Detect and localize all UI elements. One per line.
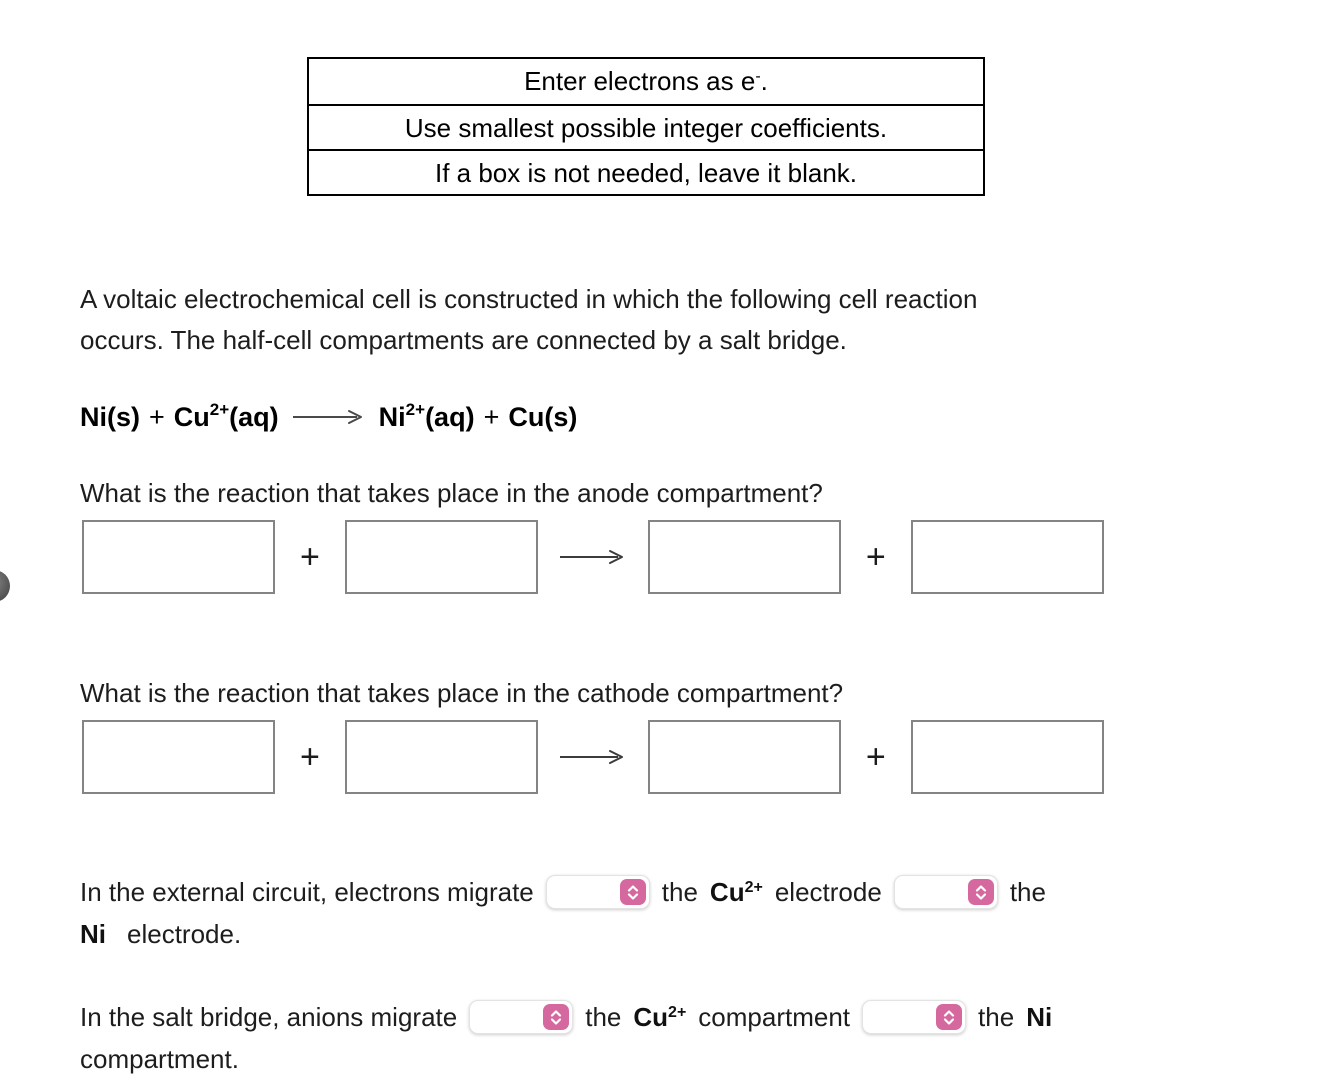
cathode-reactant-1-input[interactable]	[82, 720, 275, 794]
equation-product-1: Ni2+(aq)	[378, 399, 475, 433]
sentence-text: the	[585, 1001, 622, 1032]
up-down-chevrons-icon	[619, 879, 646, 905]
salt-bridge-line-2: compartment.	[80, 1044, 239, 1086]
sentence-text: the	[661, 876, 698, 907]
ni-label: Ni	[1026, 1001, 1053, 1032]
sentence-text: compartment	[698, 1001, 851, 1032]
cu-ion-label: Cu2+	[633, 1002, 686, 1033]
state-symbol: (aq)	[229, 401, 279, 432]
anode-product-2-input[interactable]	[910, 520, 1104, 594]
long-right-arrow-icon	[292, 410, 362, 424]
sentence-text: In the external circuit, electrons migra…	[80, 876, 534, 907]
instruction-row-coefficients: Use smallest possible integer coefficien…	[309, 104, 983, 149]
anode-question-text: What is the reaction that takes place in…	[80, 478, 823, 508]
up-down-chevrons-icon	[967, 879, 994, 905]
instruction-row-blank: If a box is not needed, leave it blank.	[309, 149, 983, 194]
cu-ion-label: Cu2+	[710, 877, 763, 908]
equation-reactant-1: Ni(s)	[80, 401, 140, 432]
cathode-product-2-input[interactable]	[910, 720, 1104, 794]
up-down-chevrons-icon	[936, 1004, 963, 1030]
charge-superscript: 2+	[405, 399, 426, 419]
intro-paragraph: A voltaic electrochemical cell is constr…	[80, 279, 977, 361]
instructions-table: Enter electrons as e-. Use smallest poss…	[307, 57, 985, 196]
element-symbol: Cu	[633, 1001, 669, 1032]
sentence-text: In the salt bridge, anions migrate	[80, 1001, 458, 1032]
intro-line-2: occurs. The half-cell compartments are c…	[80, 325, 847, 355]
anode-reaction-row: + +	[82, 520, 1104, 594]
charge-superscript: 2+	[209, 399, 230, 419]
anode-reactant-2-input[interactable]	[344, 520, 538, 594]
edge-circle-fragment	[0, 570, 10, 602]
cathode-reactant-2-input[interactable]	[344, 720, 538, 794]
element-symbol: Ni	[378, 401, 406, 432]
cathode-reaction-row: + +	[82, 720, 1104, 794]
external-circuit-line-1: In the external circuit, electrons migra…	[80, 871, 1046, 913]
element-symbol: Cu	[709, 876, 745, 907]
sentence-text: the	[1009, 876, 1046, 907]
equation-product-2: Cu(s)	[508, 401, 578, 432]
state-symbol: (aq)	[425, 401, 475, 432]
equation-reactant-2: Cu2+(aq)	[173, 399, 279, 433]
long-right-arrow-icon	[559, 550, 623, 564]
sentence-text: electrode.	[127, 919, 242, 949]
up-down-chevrons-icon	[543, 1004, 570, 1030]
plus-sign: +	[300, 537, 320, 576]
long-right-arrow-icon	[559, 750, 623, 764]
anode-reactant-1-input[interactable]	[82, 520, 275, 594]
anode-product-1-input[interactable]	[647, 520, 841, 594]
charge-superscript: 2+	[744, 878, 763, 896]
plus-sign: +	[865, 537, 886, 576]
external-circuit-select-1[interactable]	[545, 875, 650, 909]
instruction-row-electrons: Enter electrons as e-.	[309, 59, 983, 104]
external-circuit-line-2: Ni electrode.	[80, 919, 241, 961]
sentence-text: electrode	[774, 876, 882, 907]
equation-plus: +	[483, 401, 500, 432]
sentence-text: compartment.	[80, 1044, 239, 1074]
salt-bridge-line-1: In the salt bridge, anions migrate the C…	[80, 996, 1052, 1038]
equation-plus: +	[149, 401, 165, 432]
plus-sign: +	[300, 737, 320, 776]
superscript-minus: -	[755, 68, 761, 85]
cell-reaction-equation: Ni(s) + Cu2+(aq) Ni2+(aq) + Cu(s)	[80, 394, 577, 440]
instruction-text: .	[760, 66, 768, 96]
cathode-product-1-input[interactable]	[647, 720, 841, 794]
sentence-text: the	[978, 1001, 1015, 1032]
charge-superscript: 2+	[668, 1003, 687, 1021]
salt-bridge-select-1[interactable]	[469, 1000, 574, 1034]
plus-sign: +	[865, 737, 886, 776]
salt-bridge-select-2[interactable]	[862, 1000, 967, 1034]
element-symbol: Cu	[173, 401, 210, 432]
external-circuit-select-2[interactable]	[893, 875, 998, 909]
intro-line-1: A voltaic electrochemical cell is constr…	[80, 284, 978, 314]
instruction-text: Enter electrons as e	[524, 66, 756, 96]
cathode-question-text: What is the reaction that takes place in…	[80, 678, 844, 708]
ni-label: Ni	[80, 919, 106, 949]
